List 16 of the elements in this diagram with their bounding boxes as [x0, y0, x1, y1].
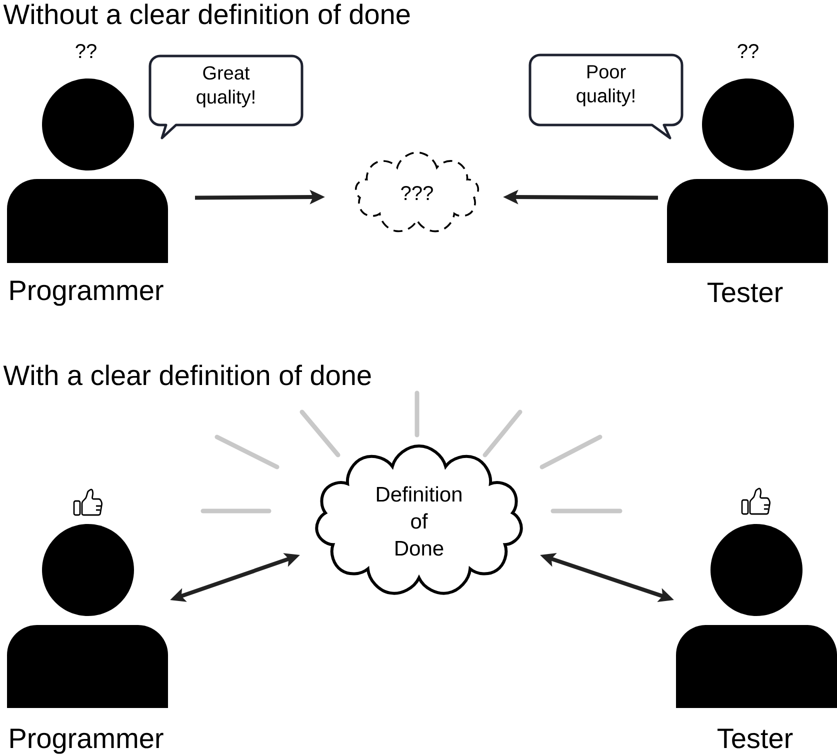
cloud: Definition of Done	[315, 444, 523, 595]
person-silhouette	[676, 524, 837, 708]
question-marks: ??	[76, 44, 96, 58]
person-label: Tester	[718, 728, 793, 748]
person-silhouette	[7, 524, 168, 708]
cloud: ???	[354, 152, 480, 232]
question-marks: ??	[738, 44, 758, 58]
speech-bubble: Great quality!	[148, 54, 304, 140]
section-heading: Without a clear definition of done	[3, 4, 410, 24]
person-label: Tester	[708, 282, 783, 302]
person-label: Programmer	[10, 280, 164, 306]
person-label: Programmer	[10, 728, 164, 754]
speech-bubble: Poor quality!	[528, 54, 684, 140]
section-heading: With a clear definition of done	[3, 364, 371, 386]
person-silhouette	[7, 78, 168, 263]
person-silhouette	[667, 78, 828, 263]
